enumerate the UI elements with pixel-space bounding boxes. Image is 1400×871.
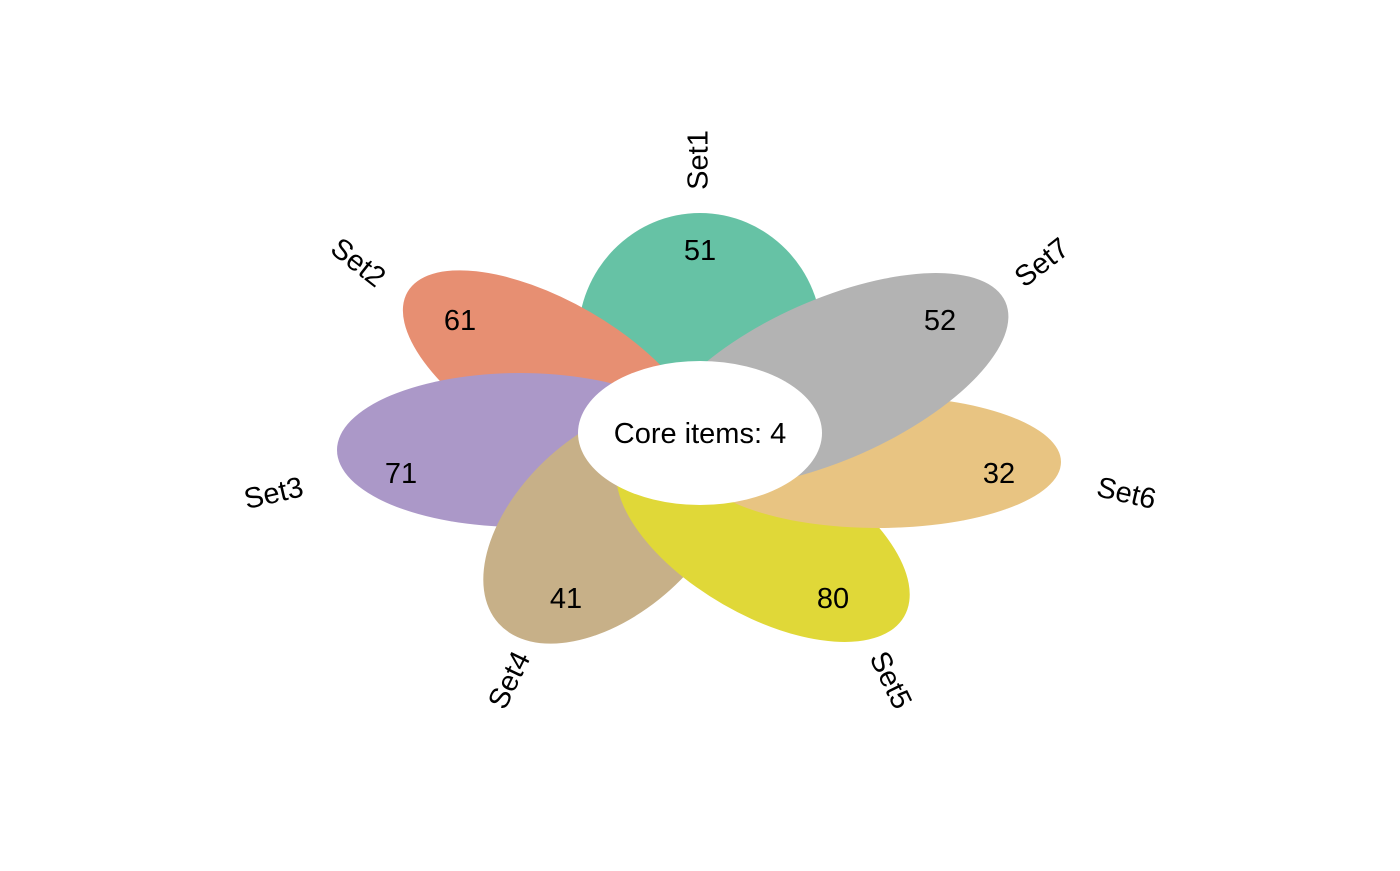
count-set7: 52	[924, 305, 956, 337]
core-label: Core items: 4	[614, 418, 786, 450]
count-set5: 80	[817, 583, 849, 615]
label-set3: Set3	[241, 471, 306, 516]
label-set7: Set7	[1009, 232, 1076, 294]
label-set5: Set5	[863, 647, 918, 715]
petal-counts: 51 61 71 41 80 32 52	[385, 235, 1015, 615]
label-set2: Set2	[324, 232, 391, 294]
core-region	[578, 361, 822, 505]
count-set2: 61	[444, 305, 476, 337]
count-set3: 71	[385, 458, 417, 490]
count-set1: 51	[684, 235, 716, 267]
count-set4: 41	[550, 583, 582, 615]
label-set4: Set4	[482, 647, 537, 715]
count-set6: 32	[983, 458, 1015, 490]
label-set1: Set1	[683, 130, 715, 190]
label-set6: Set6	[1094, 471, 1159, 516]
